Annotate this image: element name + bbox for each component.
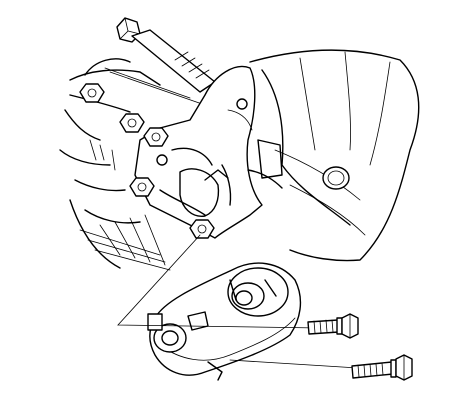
bracket-hole-icon (236, 98, 248, 110)
bracket-nut-icon (189, 219, 215, 239)
leader-lines (117, 234, 359, 369)
insulator-bushing-icon (227, 267, 289, 317)
insulator-tab-icon (147, 313, 163, 331)
engine-nut-icon (79, 83, 105, 103)
transmission-housing (249, 49, 420, 262)
engine-block (59, 58, 206, 271)
bracket-nut-icon (143, 127, 169, 147)
bracket-hole-icon (156, 154, 168, 166)
engine-nut-icon (119, 113, 145, 133)
mount-bolt-long-icon (351, 354, 413, 381)
engine-mount-bracket-icon (134, 65, 283, 239)
rear-mount-insulator-icon (147, 262, 302, 381)
upper-bolt-icon (116, 17, 216, 93)
bracket-nut-icon (129, 177, 155, 197)
insulator-end-bushing-icon (153, 323, 187, 353)
mount-bolt-short-icon (307, 313, 359, 339)
housing-plug-icon (322, 166, 350, 190)
